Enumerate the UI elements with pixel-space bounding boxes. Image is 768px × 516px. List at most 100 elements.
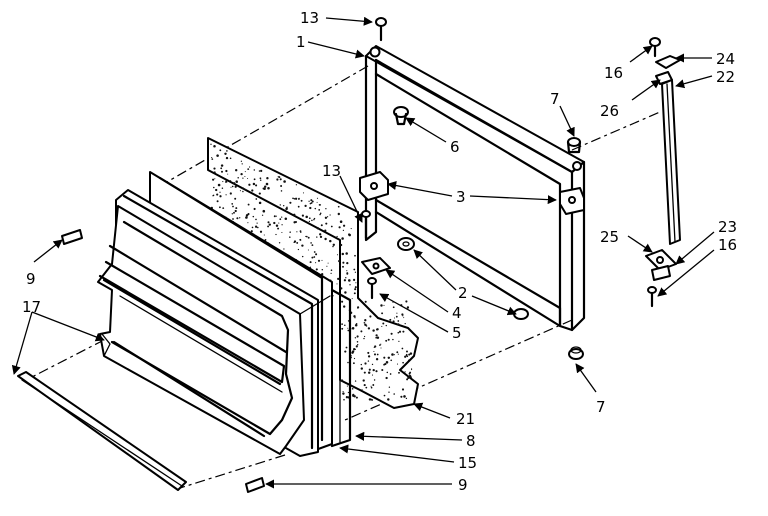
foam-speckle bbox=[342, 224, 346, 227]
foam-speckle bbox=[234, 185, 237, 188]
foam-speckle bbox=[278, 222, 280, 224]
foam-speckle bbox=[398, 371, 400, 374]
foam-speckle bbox=[406, 306, 410, 309]
foam-speckle bbox=[311, 219, 313, 222]
foam-speckle bbox=[281, 224, 283, 226]
foam-speckle bbox=[347, 327, 349, 329]
foam-speckle bbox=[219, 191, 221, 193]
foam-speckle bbox=[219, 206, 221, 209]
foam-speckle bbox=[261, 214, 264, 216]
foam-speckle bbox=[224, 152, 227, 155]
foam-speckle bbox=[351, 298, 353, 300]
foam-speckle bbox=[320, 224, 323, 227]
callout-6: 6 bbox=[450, 138, 460, 156]
foam-speckle bbox=[266, 177, 269, 180]
foam-speckle bbox=[341, 237, 344, 240]
foam-speckle bbox=[404, 355, 407, 358]
foam-speckle bbox=[315, 268, 318, 271]
screw-bracket bbox=[367, 277, 377, 300]
foam-speckle bbox=[232, 205, 234, 208]
callout-4: 4 bbox=[452, 304, 462, 322]
foam-speckle bbox=[235, 169, 238, 172]
foam-speckle bbox=[296, 241, 299, 244]
foam-speckle bbox=[330, 225, 333, 228]
foam-speckle bbox=[232, 182, 236, 185]
foam-speckle bbox=[361, 389, 363, 391]
foam-speckle bbox=[364, 319, 367, 322]
foam-speckle bbox=[360, 363, 362, 366]
foam-speckle bbox=[353, 292, 356, 295]
foam-speckle bbox=[233, 211, 235, 214]
foam-speckle bbox=[373, 350, 375, 353]
foam-speckle bbox=[330, 272, 332, 275]
foam-speckle bbox=[309, 261, 312, 264]
foam-speckle bbox=[371, 363, 374, 366]
foam-speckle bbox=[353, 278, 356, 281]
foam-speckle bbox=[355, 396, 358, 399]
foam-speckle bbox=[229, 157, 232, 160]
foam-speckle bbox=[336, 235, 338, 238]
foam-speckle bbox=[392, 338, 394, 341]
foam-speckle bbox=[244, 188, 247, 191]
plug-top-right bbox=[566, 137, 582, 154]
foam-speckle bbox=[293, 213, 296, 216]
foam-speckle bbox=[299, 230, 302, 233]
foam-speckle bbox=[319, 204, 322, 206]
screw-left bbox=[61, 229, 83, 245]
foam-speckle bbox=[354, 254, 356, 257]
foam-speckle bbox=[255, 218, 257, 221]
foam-speckle bbox=[367, 327, 371, 330]
foam-speckle bbox=[388, 391, 390, 393]
foam-speckle bbox=[408, 374, 412, 378]
foam-speckle bbox=[251, 226, 254, 229]
foam-texture bbox=[209, 143, 413, 401]
foam-speckle bbox=[278, 176, 281, 179]
foam-speckle bbox=[327, 262, 329, 264]
foam-speckle bbox=[381, 368, 384, 372]
foam-speckle bbox=[247, 203, 250, 206]
hinge-pin-lower bbox=[651, 265, 671, 281]
foam-speckle bbox=[354, 271, 357, 273]
foam-speckle bbox=[289, 231, 291, 233]
foam-speckle bbox=[368, 368, 371, 371]
foam-speckle bbox=[406, 350, 408, 353]
foam-speckle bbox=[275, 224, 279, 227]
foam-speckle bbox=[247, 213, 250, 216]
foam-speckle bbox=[357, 306, 360, 309]
foam-speckle bbox=[212, 195, 214, 197]
foam-speckle bbox=[360, 330, 363, 333]
foam-speckle bbox=[375, 334, 378, 337]
foam-speckle bbox=[346, 272, 349, 275]
foam-speckle bbox=[313, 256, 316, 258]
foam-speckle bbox=[297, 248, 300, 251]
foam-speckle bbox=[264, 238, 267, 241]
foam-speckle bbox=[405, 300, 408, 303]
foam-speckle bbox=[277, 227, 280, 230]
door-panel bbox=[97, 171, 333, 457]
hinge-lower bbox=[645, 249, 677, 271]
foam-speckle bbox=[267, 187, 270, 190]
foam-speckle bbox=[318, 209, 321, 211]
foam-speckle bbox=[369, 308, 371, 311]
foam-speckle bbox=[375, 336, 378, 339]
foam-speckle bbox=[242, 190, 244, 193]
foam-speckle bbox=[256, 222, 258, 224]
foam-speckle bbox=[367, 355, 371, 358]
foam-speckle bbox=[301, 255, 304, 258]
foam-speckle bbox=[362, 379, 365, 382]
foam-speckle bbox=[392, 320, 395, 323]
foam-speckle bbox=[386, 371, 389, 374]
foam-speckle bbox=[247, 178, 249, 179]
foam-speckle bbox=[389, 318, 392, 321]
foam-speckle bbox=[400, 395, 403, 398]
foam-speckle bbox=[262, 209, 266, 213]
foam-speckle bbox=[231, 203, 234, 205]
foam-speckle bbox=[385, 324, 387, 327]
foam-speckle bbox=[390, 332, 393, 335]
foam-speckle bbox=[213, 144, 216, 148]
foam-speckle bbox=[347, 329, 350, 332]
foam-speckle bbox=[313, 218, 315, 221]
foam-speckle bbox=[247, 222, 249, 224]
foam-speckle bbox=[355, 282, 357, 284]
foam-speckle bbox=[336, 283, 338, 285]
